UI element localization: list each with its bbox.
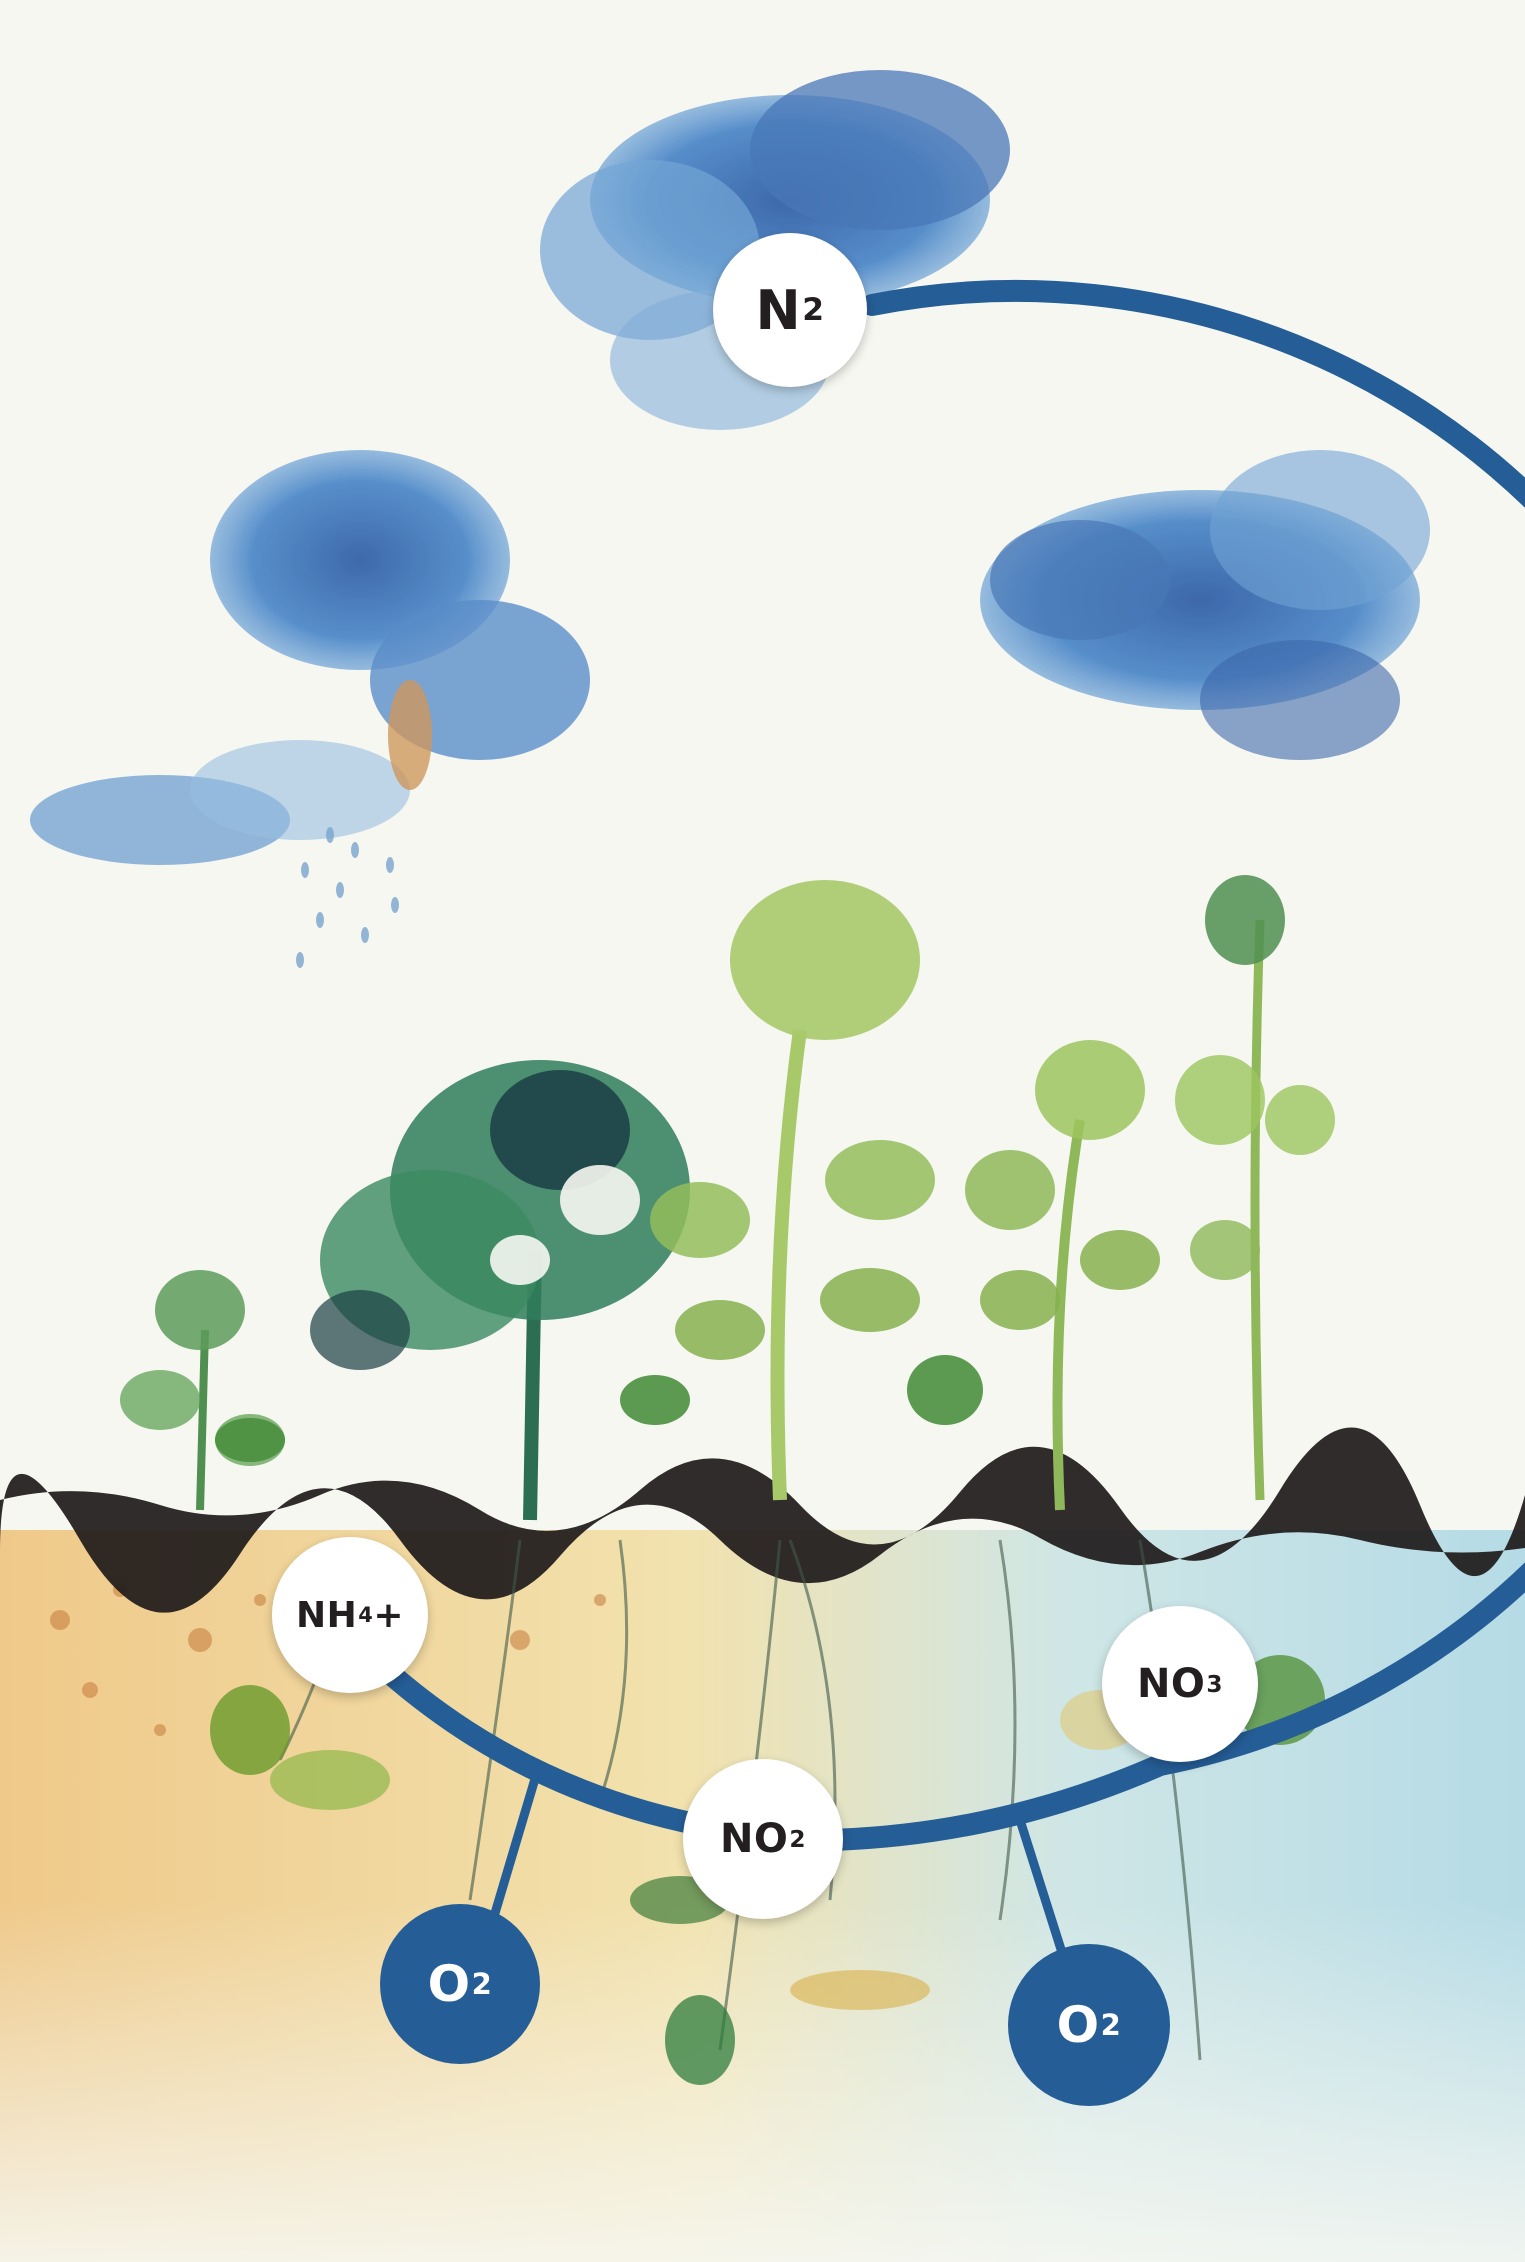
- nh4-sub: 4: [358, 1603, 374, 1627]
- cloud-right: [980, 450, 1430, 760]
- plant-tall-center: [650, 880, 935, 1501]
- o2-right-connector: [1015, 1818, 1070, 1964]
- o2-left-sub: 2: [471, 1967, 493, 2001]
- nh4-suffix: +: [373, 1594, 404, 1636]
- n2-base: N: [755, 278, 802, 342]
- plant-small-left: [120, 1270, 285, 1511]
- no3-base: NO: [1136, 1661, 1206, 1707]
- o2-left-connector: [485, 1760, 545, 1932]
- no2-sub: 2: [789, 1825, 807, 1853]
- seedlings: [215, 1355, 983, 1462]
- cloud-top: [540, 70, 1010, 430]
- no3-sub: 3: [1206, 1670, 1224, 1698]
- nh4-base: NH: [296, 1594, 358, 1636]
- plants: [120, 875, 1335, 1521]
- plant-right-2: [1175, 875, 1335, 1501]
- rain-drops: [296, 827, 399, 968]
- n2-sub: 2: [802, 292, 825, 328]
- o2-left-base: O: [427, 1955, 471, 2013]
- o2-right-sub: 2: [1100, 2008, 1122, 2042]
- cloud-left: [30, 450, 590, 865]
- no2-base: NO: [719, 1816, 789, 1862]
- microbe-clusters: [210, 1655, 1325, 2085]
- plant-right-1: [965, 1040, 1160, 1511]
- o2-right-base: O: [1056, 1996, 1100, 2054]
- soil-layer: [0, 1427, 1525, 2262]
- plant-dark-tree: [310, 1060, 690, 1521]
